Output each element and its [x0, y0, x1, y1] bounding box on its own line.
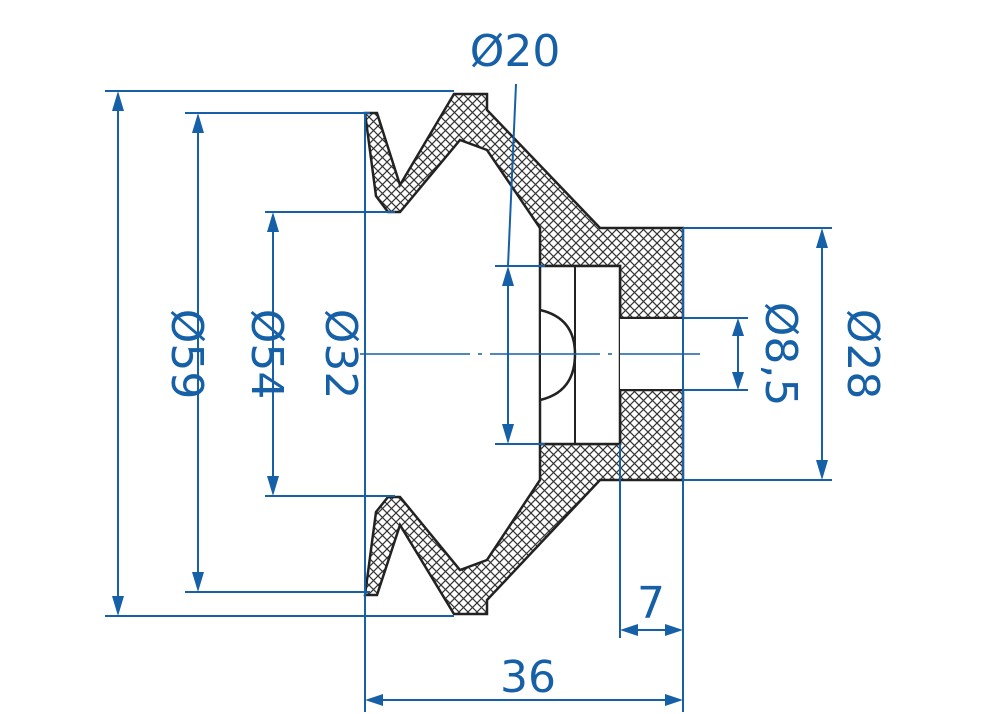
- extension-lines: [105, 90, 832, 712]
- dimension-length-7: 7: [620, 578, 683, 636]
- label-diameter-59: Ø59: [161, 309, 212, 400]
- label-diameter-20: Ø20: [470, 26, 561, 77]
- label-diameter-32: Ø32: [315, 309, 366, 400]
- dimension-diameter-59: Ø59: [112, 91, 212, 616]
- dimension-diameter-8-5: Ø8,5: [732, 302, 806, 407]
- upper-bellows-section: [363, 92, 685, 320]
- dimension-length-36: 36: [365, 652, 683, 706]
- label-length-36: 36: [500, 652, 556, 703]
- dimension-diameter-32: Ø32: [267, 212, 366, 496]
- label-diameter-28: Ø28: [837, 309, 888, 400]
- dimension-diameter-54: Ø54: [192, 113, 292, 592]
- lower-bellows-section: [363, 388, 685, 616]
- label-length-7: 7: [637, 578, 665, 629]
- dimension-diameter-20: Ø20: [470, 26, 561, 444]
- label-diameter-54: Ø54: [241, 309, 292, 400]
- label-diameter-8-5: Ø8,5: [755, 302, 806, 407]
- dimension-diameter-28: Ø28: [816, 228, 888, 480]
